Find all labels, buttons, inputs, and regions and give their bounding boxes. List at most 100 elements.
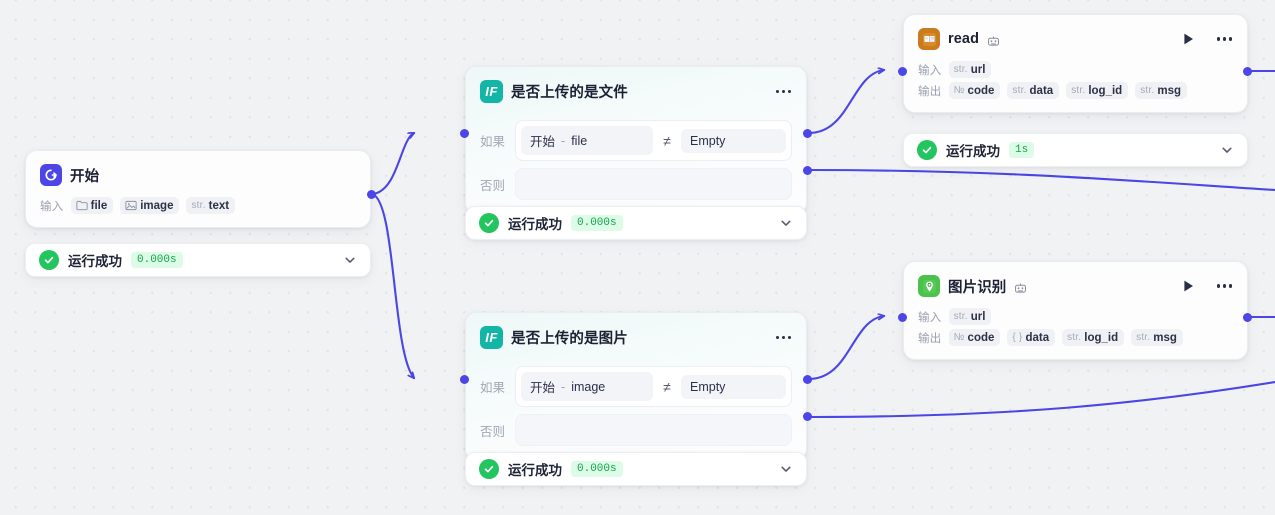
- if-image-then-operator[interactable]: ≠: [663, 378, 671, 395]
- if-file-more-options-icon[interactable]: [775, 88, 792, 95]
- port-if-file-then-output[interactable]: [803, 129, 812, 138]
- if-file-then-reference[interactable]: 开始 - file: [521, 126, 653, 155]
- node-image-recognition[interactable]: 图片识别 输入 str. url: [903, 261, 1248, 360]
- chip-recognition-msg-prefix: str.: [1136, 332, 1151, 343]
- if-image-more-options-icon[interactable]: [775, 334, 792, 341]
- node-if-file[interactable]: IF 是否上传的是文件 如果 开始 - file ≠ Empty: [465, 66, 807, 215]
- if-file-then-ref-node: 开始: [530, 135, 556, 149]
- image-recognition-io: 输入 str. url 输出 № code { } data str.: [904, 297, 1247, 359]
- chip-recognition-data: { } data: [1007, 329, 1056, 346]
- read-status-bar[interactable]: 运行成功 1s: [903, 133, 1248, 167]
- check-circle-icon: [39, 250, 59, 270]
- if-file-else-label: 否则: [480, 178, 506, 193]
- read-more-options-icon[interactable]: [1216, 35, 1233, 42]
- port-read-input[interactable]: [898, 67, 907, 76]
- read-output-row: 输出 № code str. data str. log_id str. msg: [918, 82, 1233, 99]
- chip-recognition-code-name: code: [967, 331, 995, 344]
- if-badge-icon: IF: [480, 326, 503, 349]
- port-if-image-then-output[interactable]: [803, 375, 812, 384]
- image-recognition-title: 图片识别: [948, 279, 1007, 296]
- chip-read-code-prefix: №: [953, 85, 965, 96]
- chip-read-code: № code: [948, 82, 1001, 99]
- start-status-text: 运行成功: [68, 254, 122, 269]
- chip-read-log-id-prefix: str.: [1071, 85, 1086, 96]
- chip-read-data-name: data: [1029, 84, 1054, 97]
- chip-text-prefix: str.: [191, 200, 206, 211]
- start-status-time: 0.000s: [131, 252, 183, 268]
- port-if-image-input[interactable]: [460, 375, 469, 384]
- port-image-recognition-input[interactable]: [898, 313, 907, 322]
- port-start-output[interactable]: [367, 190, 376, 199]
- port-if-file-input[interactable]: [460, 129, 469, 138]
- edge-if-file-else-out: [808, 168, 1275, 192]
- if-image-condition-row[interactable]: 如果 开始 - image ≠ Empty: [480, 366, 792, 407]
- if-image-status-bar[interactable]: 运行成功 0.000s: [465, 452, 807, 486]
- image-recognition-output-label: 输出: [918, 332, 942, 345]
- chip-read-log-id-name: log_id: [1088, 84, 1123, 97]
- check-circle-icon: [917, 140, 937, 160]
- check-circle-icon: [479, 459, 499, 479]
- if-file-then-value[interactable]: Empty: [681, 128, 786, 153]
- port-if-image-else-output[interactable]: [803, 412, 812, 421]
- if-file-then-ref-sep: -: [561, 133, 566, 148]
- folder-icon: [76, 200, 88, 211]
- chip-read-url-name: url: [970, 63, 986, 76]
- chip-read-url-prefix: str.: [953, 64, 968, 75]
- chip-read-data-prefix: str.: [1012, 85, 1027, 96]
- start-status-bar[interactable]: 运行成功 0.000s: [25, 243, 371, 277]
- port-read-output[interactable]: [1243, 67, 1252, 76]
- book-plugin-icon: [918, 28, 940, 50]
- if-image-then-expression[interactable]: 开始 - image ≠ Empty: [515, 366, 792, 407]
- image-recognition-play-icon[interactable]: [1182, 279, 1196, 293]
- if-image-then-reference[interactable]: 开始 - image: [521, 372, 653, 401]
- if-file-then-operator[interactable]: ≠: [663, 132, 671, 149]
- chevron-down-icon[interactable]: [1220, 143, 1234, 157]
- if-file-status-bar[interactable]: 运行成功 0.000s: [465, 206, 807, 240]
- chip-read-msg-prefix: str.: [1140, 85, 1155, 96]
- edge-if-image-to-recognition: [808, 316, 884, 381]
- chevron-down-icon[interactable]: [343, 253, 357, 267]
- node-if-image[interactable]: IF 是否上传的是图片 如果 开始 - image ≠ Empty: [465, 312, 807, 461]
- node-start[interactable]: 开始 输入 file image: [25, 150, 371, 228]
- if-file-header: IF 是否上传的是文件: [466, 67, 806, 103]
- if-file-else-row[interactable]: 否则: [480, 168, 792, 200]
- start-input-row: 输入 file image str.: [40, 197, 356, 214]
- if-image-header: IF 是否上传的是图片: [466, 313, 806, 349]
- chip-recognition-url: str. url: [948, 308, 992, 325]
- if-image-then-value[interactable]: Empty: [681, 374, 786, 399]
- if-image-status-time: 0.000s: [571, 461, 623, 477]
- if-image-then-label: 如果: [480, 381, 506, 395]
- chip-read-data: str. data: [1007, 82, 1060, 99]
- node-read[interactable]: read 输入 str. url: [903, 14, 1248, 113]
- image-recognition-more-options-icon[interactable]: [1216, 282, 1233, 289]
- chevron-down-icon[interactable]: [779, 462, 793, 476]
- if-file-condition-row[interactable]: 如果 开始 - file ≠ Empty: [480, 120, 792, 161]
- if-file-else-expression[interactable]: [515, 168, 792, 200]
- read-input-row: 输入 str. url: [918, 61, 1233, 78]
- if-file-then-ref-field: file: [571, 133, 588, 148]
- port-if-file-else-output[interactable]: [803, 166, 812, 175]
- start-title: 开始: [70, 168, 100, 185]
- if-file-status-text: 运行成功: [508, 217, 562, 232]
- if-image-else-row[interactable]: 否则: [480, 414, 792, 446]
- chip-recognition-code: № code: [948, 329, 1001, 346]
- chip-image-name: image: [140, 199, 174, 212]
- read-header: read: [904, 15, 1247, 50]
- robot-icon: [987, 34, 1000, 46]
- chevron-down-icon[interactable]: [779, 216, 793, 230]
- if-file-then-expression[interactable]: 开始 - file ≠ Empty: [515, 120, 792, 161]
- if-image-else-label: 否则: [480, 424, 506, 439]
- read-input-label: 输入: [918, 64, 942, 77]
- read-play-icon[interactable]: [1182, 32, 1196, 46]
- check-circle-icon: [479, 213, 499, 233]
- chip-image: image: [120, 197, 180, 214]
- chip-recognition-data-prefix: { }: [1012, 332, 1023, 343]
- edge-if-image-else-out: [808, 380, 1275, 419]
- chip-file-name: file: [90, 199, 108, 212]
- chip-file: file: [70, 197, 114, 214]
- chip-recognition-code-prefix: №: [953, 332, 965, 343]
- if-image-else-expression[interactable]: [515, 414, 792, 446]
- port-image-recognition-output[interactable]: [1243, 313, 1252, 322]
- read-title: read: [948, 31, 980, 47]
